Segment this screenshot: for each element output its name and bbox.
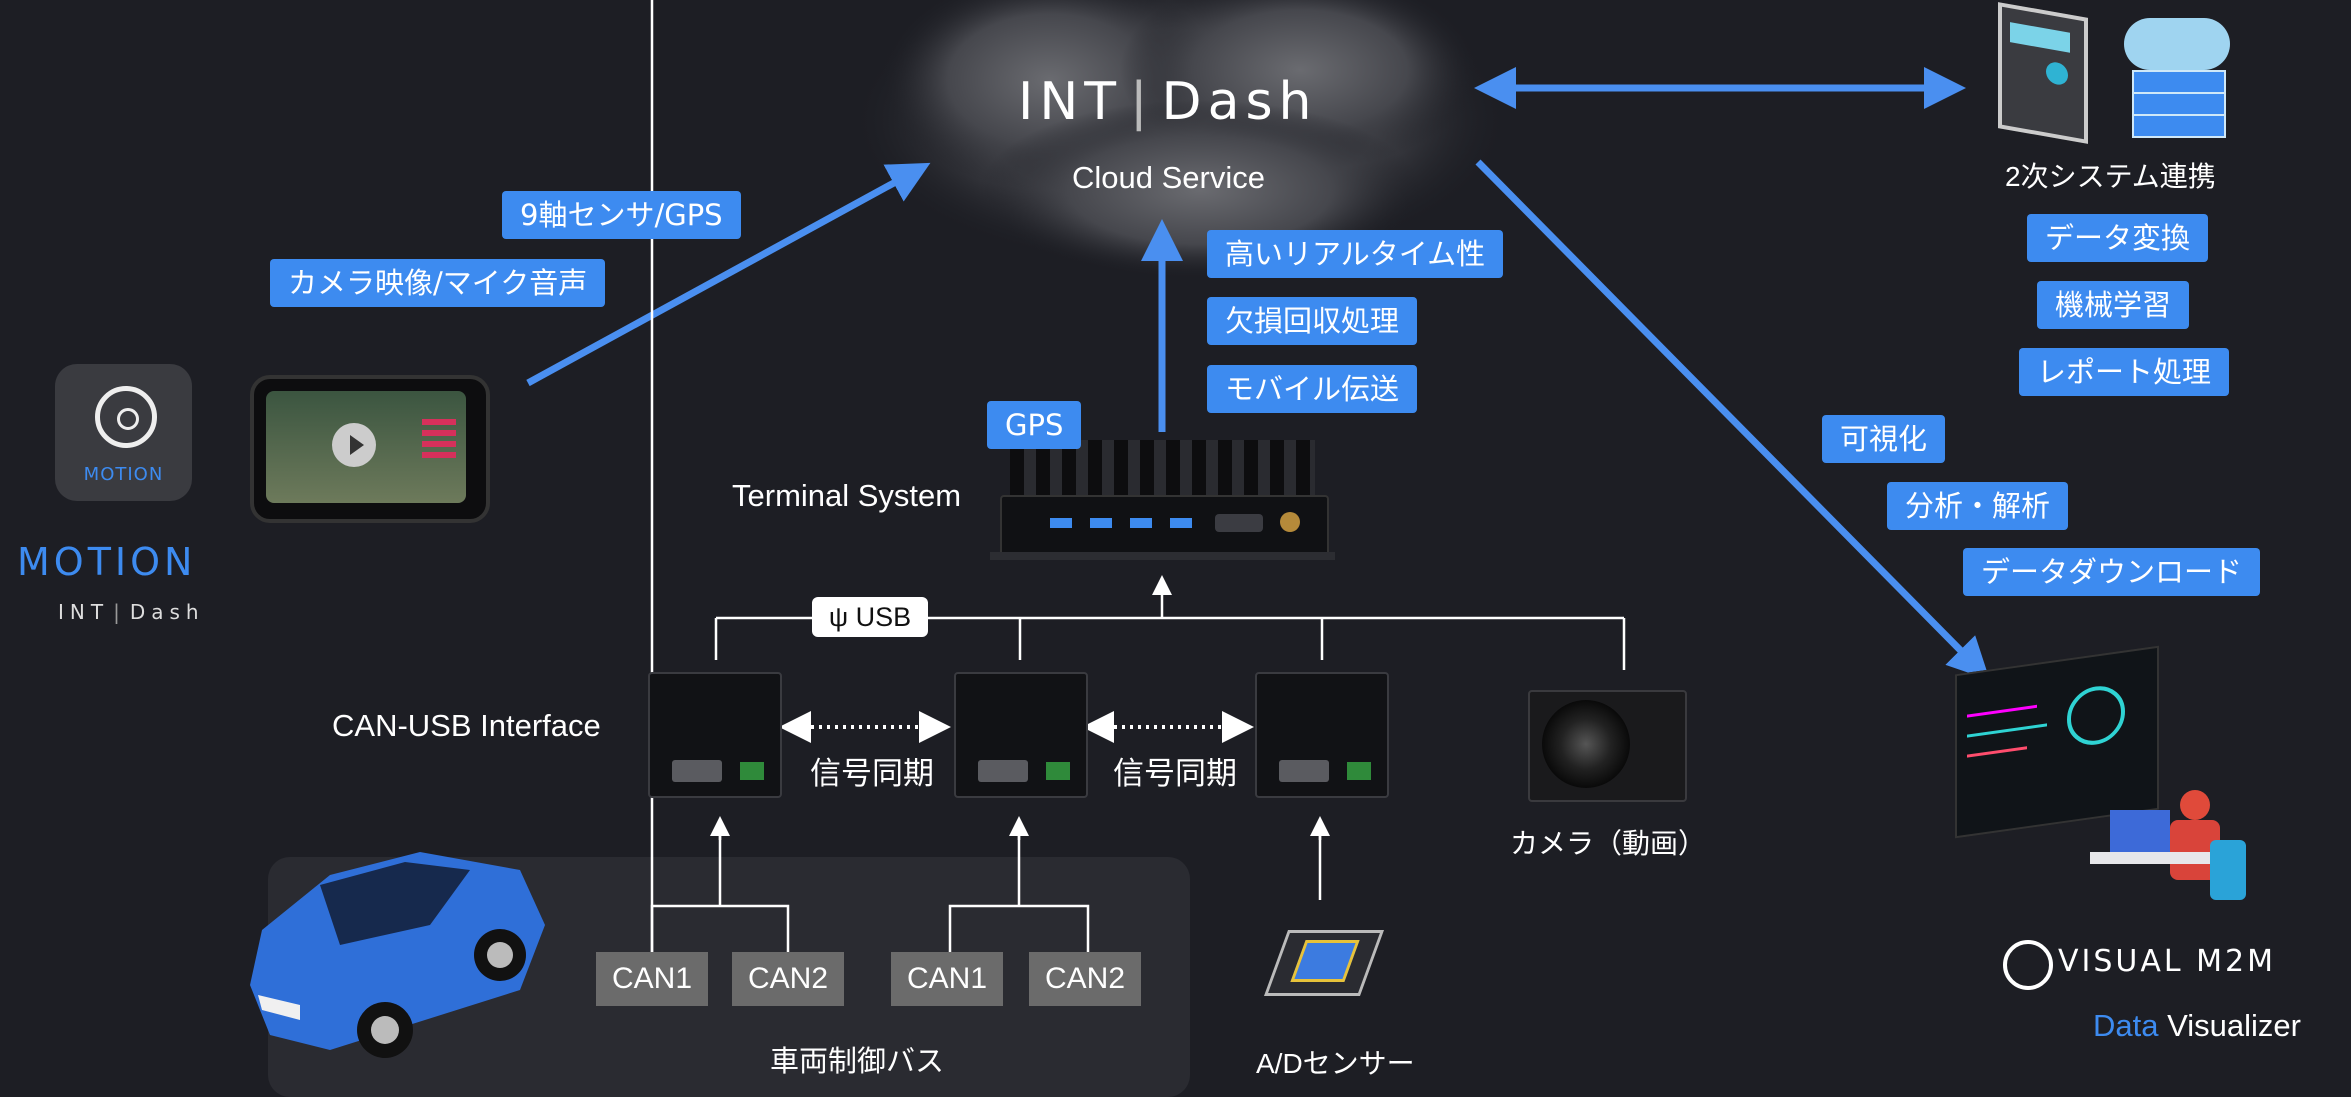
can-usb-device-1 — [648, 672, 782, 798]
vehicle-bus-label: 車両制御バス — [770, 1046, 945, 1078]
tag-realtime: 高いリアルタイム性 — [1207, 230, 1504, 278]
motion-logo-part-b: Dash — [129, 600, 205, 624]
intdash-logo-part-b: Dash — [1161, 72, 1318, 132]
person-at-desk-icon — [2090, 790, 2260, 920]
motion-intdash-logo: INT|Dash — [58, 600, 205, 624]
visual-m2m-power-icon — [2003, 940, 2053, 990]
smartphone-image — [250, 375, 490, 523]
tag-analysis: 分析・解析 — [1887, 482, 2069, 530]
cloud-to-visualizer-arrow — [1475, 159, 1990, 680]
dashboard-board-icon — [1998, 2, 2088, 144]
motion-title: MOTION — [17, 540, 197, 584]
motion-logo-part-a: INT — [58, 600, 110, 624]
can-usb-device-3 — [1255, 672, 1389, 798]
can-usb-interface-label: CAN-USB Interface — [332, 708, 601, 743]
tag-camera-audio: カメラ映像/マイク音声 — [270, 259, 606, 307]
cloud-service-label: Cloud Service — [1072, 160, 1265, 195]
secondary-system-title: 2次システム連携 — [2005, 161, 2216, 192]
tag-gps: GPS — [987, 401, 1082, 449]
can2-box-b: CAN2 — [1029, 952, 1141, 1006]
tag-mobile-transfer: モバイル伝送 — [1207, 365, 1418, 413]
phone-to-cloud-arrow — [526, 162, 931, 387]
usb-icon: ψ — [828, 602, 849, 632]
sync-label-2: 信号同期 — [1113, 756, 1237, 791]
ad-sensor-label: A/Dセンサー — [1256, 1048, 1415, 1079]
motion-app-text: MOTION — [83, 464, 164, 485]
visual-m2m-logo: VISUAL M2M — [2058, 944, 2276, 979]
intdash-logo-part-a: INT — [1018, 72, 1122, 132]
data-visualizer-label: Data Visualizer — [2093, 1008, 2301, 1044]
tag-machine-learning: 機械学習 — [2037, 281, 2190, 329]
can1-box-a: CAN1 — [596, 952, 708, 1006]
usb-label: USB — [855, 602, 912, 632]
data-word: Data — [2093, 1008, 2159, 1043]
can-usb-device-2 — [954, 672, 1088, 798]
tag-sensor-gps: 9軸センサ/GPS — [502, 191, 741, 239]
can1-box-b: CAN1 — [891, 952, 1003, 1006]
intdash-cloud-logo: INT|Dash — [1018, 72, 1318, 132]
camera-label: カメラ（動画） — [1510, 828, 1707, 859]
usb-badge: ψ USB — [812, 597, 928, 637]
tag-data-download: データダウンロード — [1963, 548, 2261, 596]
tag-data-conversion: データ変換 — [2027, 214, 2209, 262]
sync-label-1: 信号同期 — [810, 756, 934, 791]
terminal-device-image — [990, 440, 1335, 565]
ad-sensor-chip-icon — [1246, 920, 1396, 1020]
camera-image — [1528, 690, 1687, 802]
motion-app-icon: MOTION — [55, 364, 192, 501]
tag-visualization: 可視化 — [1822, 415, 1946, 463]
visualizer-word: Visualizer — [2167, 1008, 2301, 1043]
cloud-server-icon — [2124, 18, 2230, 138]
terminal-system-label: Terminal System — [732, 478, 962, 513]
tag-report-processing: レポート処理 — [2019, 348, 2230, 396]
can2-box-a: CAN2 — [732, 952, 844, 1006]
tag-recovery: 欠損回収処理 — [1207, 297, 1418, 345]
